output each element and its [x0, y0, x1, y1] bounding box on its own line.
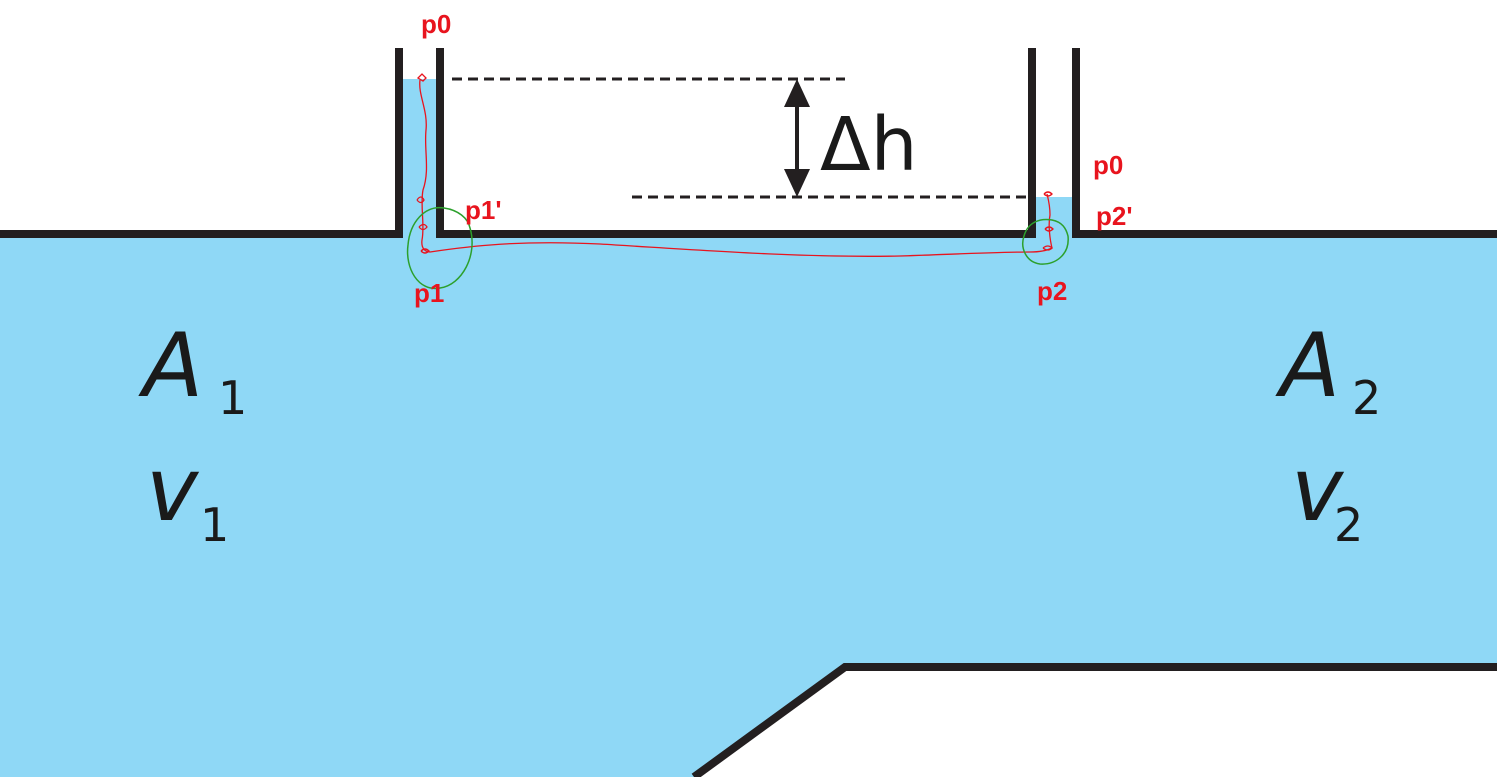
- p2-label: p2: [1037, 276, 1067, 306]
- p2-prime-label: p2': [1096, 201, 1133, 231]
- red-annotation-line: [419, 79, 1053, 257]
- p1-prime-label: p1': [465, 195, 502, 225]
- area-1-subscript: 1: [218, 371, 247, 425]
- area-2-subscript: 2: [1352, 371, 1381, 425]
- top-pipe-wall-middle: [436, 48, 1036, 238]
- velocity-1-letter: v: [146, 438, 200, 541]
- green-annotation-circles: [406, 206, 1069, 290]
- p0-right-label: p0: [1093, 150, 1123, 180]
- velocity-1-subscript: 1: [200, 498, 229, 552]
- left-tube-water: [402, 79, 436, 239]
- delta-h-arrow: [784, 79, 810, 197]
- top-pipe-wall-right: [1072, 48, 1497, 238]
- p1-label: p1: [414, 278, 444, 308]
- velocity-2-letter: v: [1291, 438, 1345, 541]
- water-region: [0, 234, 1497, 777]
- delta-h-label: Δh: [820, 102, 918, 188]
- top-pipe-wall-left: [0, 48, 403, 238]
- p0-left-label: p0: [421, 9, 451, 39]
- bottom-pipe-wall: [691, 663, 1497, 777]
- velocity-2-subscript: 2: [1334, 498, 1363, 552]
- area-1-letter: A: [138, 314, 203, 417]
- area-2-letter: A: [1275, 314, 1340, 417]
- red-marker-scribbles: [416, 73, 1054, 254]
